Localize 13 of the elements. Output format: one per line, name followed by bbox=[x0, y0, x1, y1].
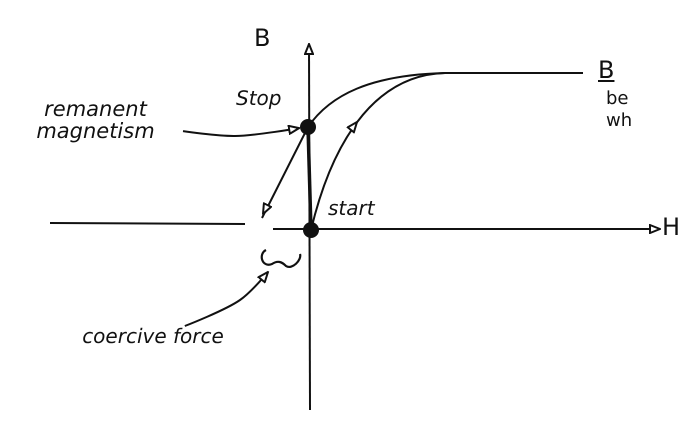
point-label: start bbox=[328, 198, 375, 219]
annotation-text: coercive force bbox=[78, 326, 228, 347]
axis-label: H bbox=[662, 215, 680, 240]
point-dot bbox=[300, 119, 316, 135]
point-label: Stop bbox=[236, 88, 282, 109]
note-text: wh bbox=[606, 112, 632, 131]
annotation-text: remanent magnetism bbox=[8, 98, 183, 142]
heading-text: B bbox=[598, 58, 614, 84]
note-text: be bbox=[606, 90, 628, 109]
point-dot bbox=[303, 222, 319, 238]
leader-arrow bbox=[184, 271, 269, 327]
leader-arrow bbox=[182, 124, 300, 137]
axis-label: B bbox=[254, 26, 270, 52]
